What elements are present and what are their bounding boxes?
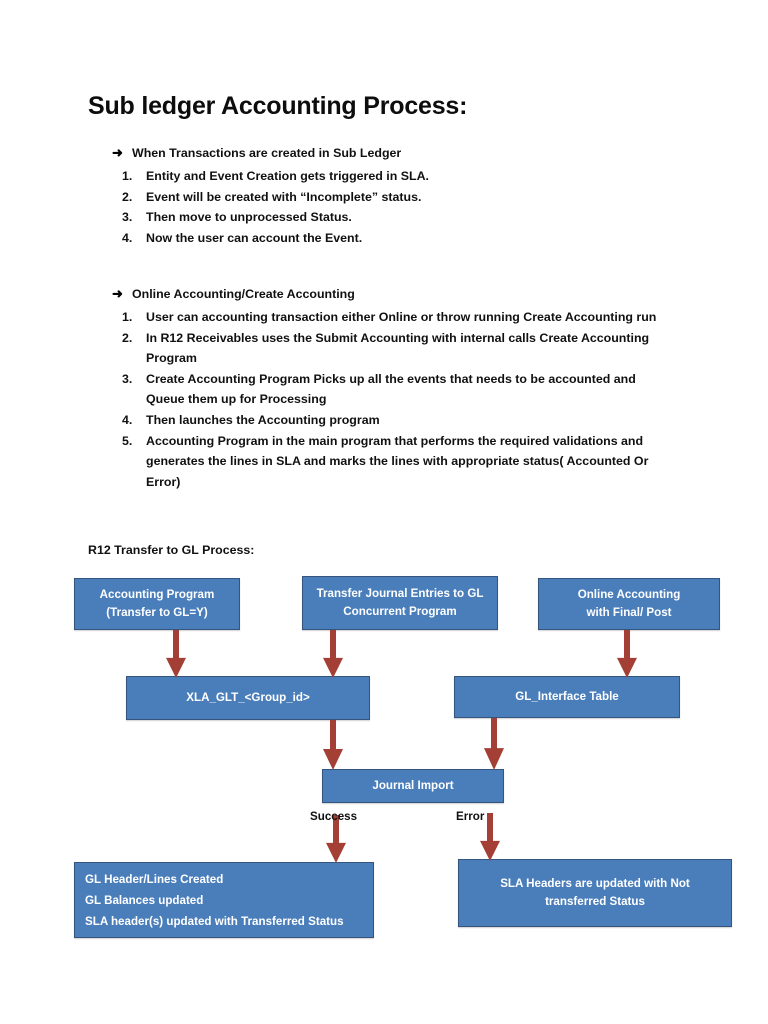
flow-node-sla-headers-not-transferred: SLA Headers are updated with Not transfe… [458,859,732,927]
list-item: Create Accounting Program Picks up all t… [122,369,636,407]
numbered-list: User can accounting transaction either O… [112,307,676,492]
section-heading: ➜ Online Accounting/Create Accounting [112,284,676,304]
list-item: User can accounting transaction either O… [122,307,657,327]
node-line-2: (Transfer to GL=Y) [106,606,208,619]
node-line-1: Online Accounting [577,588,681,601]
flow-node-gl-header-lines-created: GL Header/Lines Created GL Balances upda… [74,862,374,938]
arrow-gl-interface-to-journal-import [481,718,507,770]
arrow-online-accounting-to-gl-interface [614,630,640,678]
list-item: Entity and Event Creation gets triggered… [122,166,429,186]
section-transactions-created: ➜ When Transactions are created in Sub L… [112,143,429,248]
flow-node-online-accounting: Online Accounting with Final/ Post [538,578,720,630]
flow-node-xla-glt-table: XLA_GLT_<Group_id> [126,676,370,720]
node-line-2: GL Balances updated [85,893,204,907]
node-line-1: Journal Import [372,779,454,792]
flow-node-gl-interface-table: GL_Interface Table [454,676,680,718]
node-line-2: Concurrent Program [343,605,457,618]
section-heading: ➜ When Transactions are created in Sub L… [112,143,429,163]
edge-label-success: Success [310,810,358,823]
node-line-1: Accounting Program [99,588,215,601]
node-line-1: Transfer Journal Entries to GL [316,587,484,600]
edge-label-error: Error [456,810,485,823]
list-item: Then launches the Accounting program [122,410,380,430]
list-item: Then move to unprocessed Status. [122,207,352,227]
flow-node-journal-import: Journal Import [322,769,504,803]
flow-node-transfer-journal-entries: Transfer Journal Entries to GL Concurren… [302,576,498,630]
node-line-3: SLA header(s) updated with Transferred S… [85,914,344,928]
node-line-2: with Final/ Post [586,606,672,619]
list-item: Now the user can account the Event. [122,228,363,248]
arrow-transfer-journal-to-xla-glt [320,630,346,678]
right-arrow-bullet-icon: ➜ [112,286,123,301]
section-online-accounting: ➜ Online Accounting/Create Accounting Us… [112,284,676,492]
diagram-title: R12 Transfer to GL Process: [88,543,255,557]
arrow-xla-glt-to-journal-import [320,720,346,770]
arrow-accounting-program-to-xla-glt [163,630,189,678]
list-item: Accounting Program in the main program t… [122,431,649,489]
flow-node-accounting-program: Accounting Program (Transfer to GL=Y) [74,578,240,630]
node-line-1: XLA_GLT_<Group_id> [186,691,310,704]
right-arrow-bullet-icon: ➜ [112,145,123,160]
list-item: In R12 Receivables uses the Submit Accou… [122,328,650,366]
node-line-1: SLA Headers are updated with Not [500,877,690,890]
list-item: Event will be created with “Incomplete” … [122,187,422,207]
node-line-1: GL_Interface Table [515,690,619,703]
page-title: Sub ledger Accounting Process: [88,92,468,120]
numbered-list: Entity and Event Creation gets triggered… [112,166,429,248]
node-line-2: transferred Status [545,895,645,908]
node-line-1: GL Header/Lines Created [85,872,224,886]
